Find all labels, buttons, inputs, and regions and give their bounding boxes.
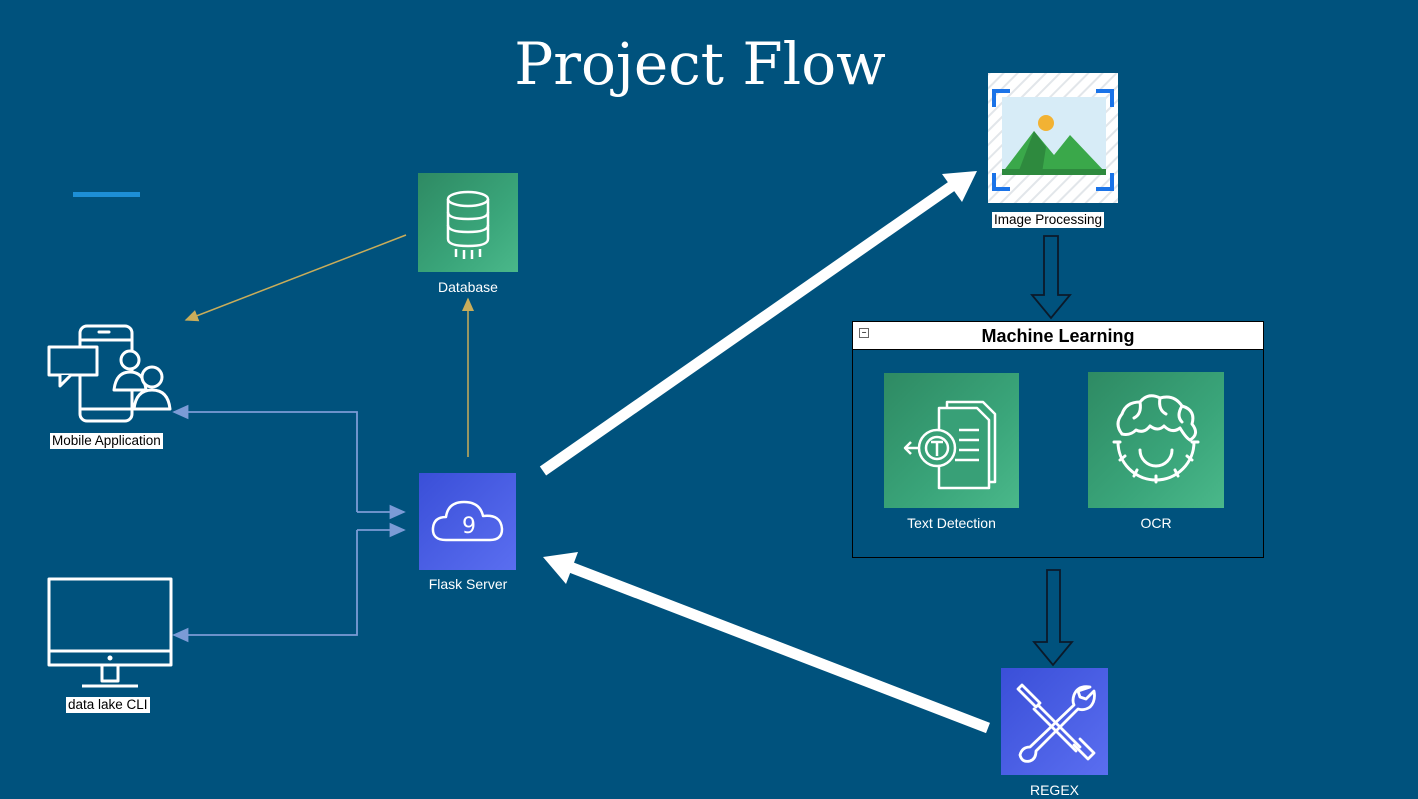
text-detection-tile xyxy=(884,373,1019,508)
flask-to-mobile-connector xyxy=(172,404,358,512)
machine-learning-title: Machine Learning xyxy=(981,326,1135,346)
text-detection-icon xyxy=(903,400,996,489)
db-to-mobile-connector xyxy=(184,234,407,322)
data-lake-cli-label: data lake CLI xyxy=(66,697,150,713)
machine-learning-header: − Machine Learning xyxy=(853,322,1263,350)
collapse-icon[interactable]: − xyxy=(859,328,869,338)
brain-gear-icon xyxy=(1112,394,1200,484)
mobile-application-label: Mobile Application xyxy=(50,433,163,449)
database-tile xyxy=(418,173,518,272)
cloud-badge-number: 9 xyxy=(462,514,476,539)
ocr-label: OCR xyxy=(1140,515,1172,531)
database-label: Database xyxy=(438,279,498,295)
mobile-chat-users-icon xyxy=(47,324,172,423)
flask-to-image-processing-arrow xyxy=(539,171,977,476)
image-processing-label: Image Processing xyxy=(992,212,1105,228)
ml-to-regex-arrow xyxy=(1032,569,1074,667)
page-title: Project Flow xyxy=(514,30,886,98)
database-icon xyxy=(446,190,490,259)
text-detection-label: Text Detection xyxy=(907,515,996,531)
image-icon xyxy=(988,73,1118,203)
cloud-server-icon: 9 xyxy=(431,500,503,541)
tools-icon xyxy=(1016,683,1096,763)
machine-learning-group[interactable]: − Machine Learning xyxy=(852,321,1264,558)
regex-to-flask-arrow xyxy=(543,552,990,734)
flask-server-tile: 9 xyxy=(419,473,516,570)
image-to-ml-arrow xyxy=(1030,235,1072,320)
desktop-monitor-icon xyxy=(47,577,173,688)
accent-line xyxy=(73,192,140,197)
regex-tile xyxy=(1001,668,1108,775)
ocr-tile xyxy=(1088,372,1224,508)
regex-label: REGEX xyxy=(1029,782,1079,798)
flask-to-cli-connector xyxy=(172,530,358,643)
flask-server-label: Flask Server xyxy=(428,576,508,592)
